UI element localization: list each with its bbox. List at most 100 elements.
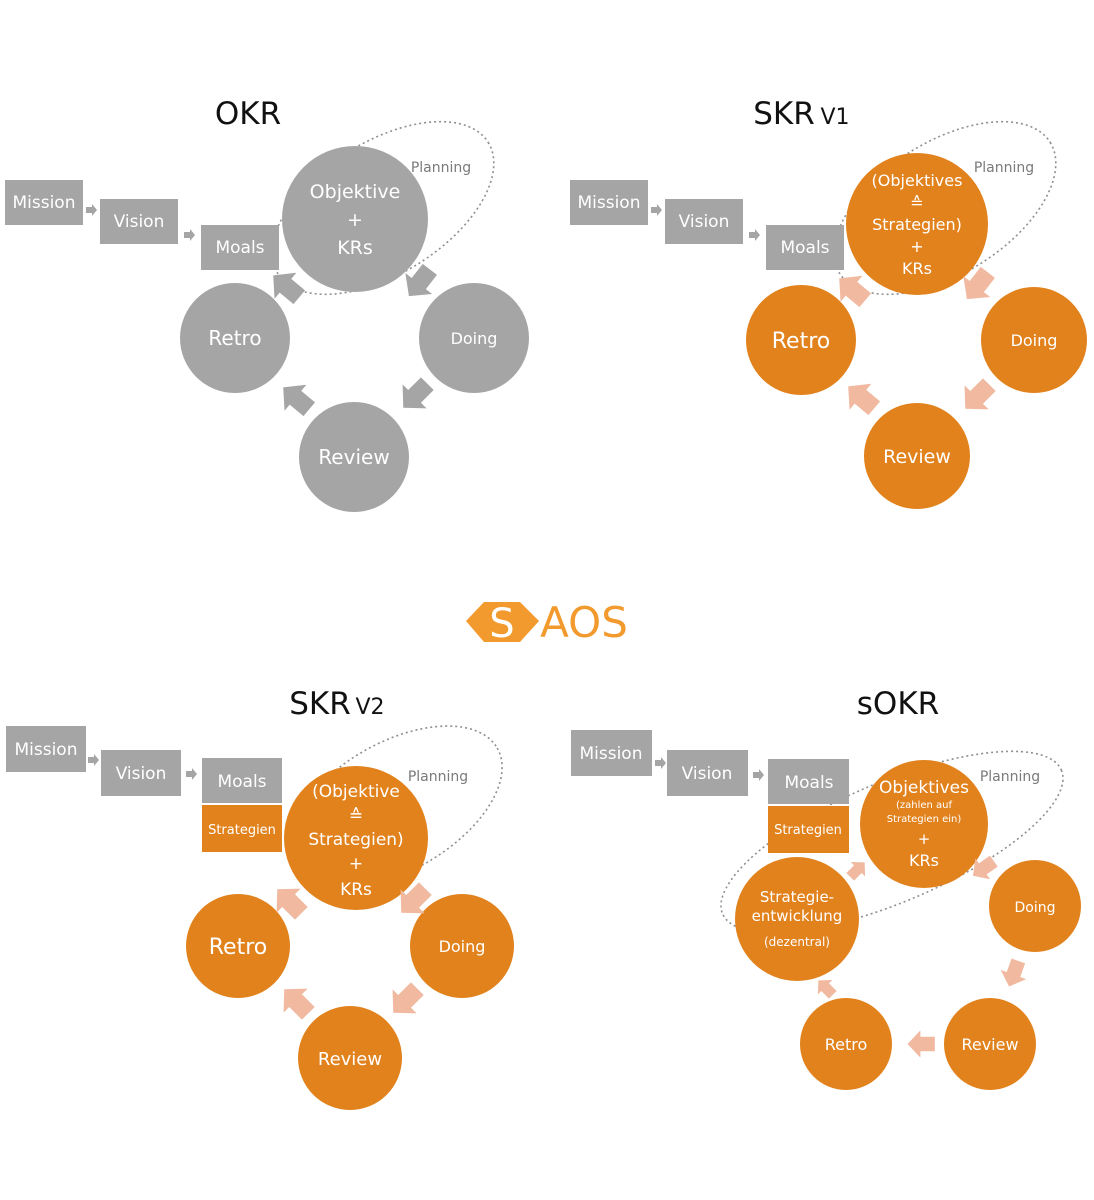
sokr-vision-moals-arrow (753, 769, 764, 781)
sokr-mission-label: Mission (579, 744, 642, 764)
sokr-review-label: Review (961, 1035, 1018, 1054)
skr-v1-review-circle (864, 403, 970, 509)
skr-v2-center-line3: Strategien) (308, 830, 403, 850)
sokr-moals-box (768, 759, 849, 804)
sokr-strategy-dev-line1: Strategie- (760, 888, 834, 906)
skr-v1-center-line2: ≙ (910, 193, 923, 212)
okr-vision-box (100, 199, 178, 244)
okr-retro-label: Retro (208, 326, 261, 350)
skr-v1-planning-loop (833, 120, 1057, 296)
sokr-arrow-to-objectives (842, 855, 872, 885)
sokr-objectives-circle (860, 760, 988, 888)
sokr-strategien-box (768, 806, 849, 853)
skr-v2-objectives-circle (284, 766, 428, 910)
skr-v2-center-line4: + (349, 854, 363, 874)
sokr-planning-loop (720, 750, 1064, 934)
sokr-arrow-to-review (996, 956, 1032, 992)
okr-vision-label: Vision (114, 212, 165, 232)
saos-logo-badge-letter: S (489, 601, 514, 647)
okr-center-line3: KRs (337, 237, 373, 259)
okr-title: OKR (215, 96, 281, 132)
sokr-strategy-dev-circle (735, 857, 859, 981)
sokr-mission-box (571, 730, 652, 776)
okr-vision-moals-arrow (184, 229, 195, 241)
skr-v1-arrow-to-retro (837, 373, 886, 422)
sokr-doing-circle (989, 860, 1081, 952)
skr-v2-moals-box (202, 758, 282, 803)
skr-v1-planning-label: Planning (974, 160, 1034, 176)
skr-v2-planning-loop (287, 725, 503, 889)
skr-v2-mission-label: Mission (14, 740, 77, 760)
sokr-strategien-label: Strategien (774, 823, 842, 838)
skr-v2-vision-box (101, 750, 181, 796)
saos-logo-badge (466, 602, 539, 642)
skr-v1-objectives-circle (846, 153, 988, 295)
skr-v1-moals-box (766, 225, 844, 270)
okr-retro-circle (180, 283, 290, 393)
okr-panel: OKR Planning Mission Vision Moals Objekt… (5, 96, 529, 512)
skr-v1-doing-label: Doing (1011, 331, 1058, 350)
okr-arrow-to-retro (272, 374, 321, 423)
skr-v1-panel: SKR V1 Planning Mission Vision Moals (Ob… (570, 96, 1087, 509)
okr-center-line2: + (347, 209, 363, 231)
sokr-title: sOKR (857, 686, 939, 722)
okr-moals-box (201, 225, 279, 270)
sokr-center-krs: KRs (909, 851, 939, 870)
okr-mission-vision-arrow (86, 204, 97, 216)
sokr-strategy-dev-line2: entwicklung (752, 907, 843, 925)
skr-v2-mission-vision-arrow (88, 754, 99, 766)
sokr-strategy-dev-sub: (dezentral) (764, 935, 830, 949)
skr-v2-doing-circle (410, 894, 514, 998)
sokr-retro-label: Retro (825, 1035, 868, 1054)
skr-v1-center-line4: + (910, 237, 923, 256)
skr-v1-retro-label: Retro (772, 329, 830, 354)
skr-v2-review-circle (298, 1006, 402, 1110)
skr-v2-version: V2 (355, 695, 384, 720)
skr-v1-center-line3: Strategien) (872, 215, 962, 234)
okr-arrow-to-review (391, 371, 440, 420)
saos-logo-letters: AOS (540, 598, 628, 647)
sokr-vision-label: Vision (682, 764, 733, 784)
okr-doing-circle (419, 283, 529, 393)
skr-v2-planning-label: Planning (408, 769, 468, 785)
skr-v2-arrow-to-review (381, 976, 430, 1025)
okr-review-label: Review (318, 445, 389, 469)
skr-v1-moals-label: Moals (780, 238, 829, 258)
sokr-moals-label: Moals (784, 773, 833, 793)
okr-planning-label: Planning (411, 160, 471, 176)
skr-v1-center-line5: KRs (902, 259, 932, 278)
skr-v1-review-label: Review (883, 446, 951, 468)
skr-v2-review-label: Review (318, 1049, 382, 1070)
skr-v1-mission-box (570, 180, 648, 225)
skr-v2-vision-moals-arrow (186, 768, 197, 780)
skr-v2-panel: SKR V2 Planning Mission Vision Moals Str… (6, 686, 514, 1110)
skr-v2-mission-box (6, 726, 86, 772)
skr-v2-center-line1: (Objektive (312, 782, 400, 802)
sokr-planning-label: Planning (980, 769, 1040, 785)
okr-mission-box (5, 180, 83, 225)
sokr-center-title: Objektives (879, 778, 969, 798)
skr-v2-vision-label: Vision (116, 764, 167, 784)
okr-mission-label: Mission (12, 193, 75, 213)
okr-doing-label: Doing (451, 329, 498, 348)
sokr-mission-vision-arrow (655, 757, 666, 769)
okr-objectives-circle (282, 146, 428, 292)
skr-v1-mission-vision-arrow (651, 204, 662, 216)
okr-planning-loop (271, 120, 495, 296)
sokr-vision-box (667, 750, 748, 796)
skr-v2-moals-label: Moals (217, 772, 266, 792)
sokr-center-sub1: (zahlen auf (896, 800, 953, 811)
skr-v2-retro-label: Retro (209, 935, 267, 960)
skr-v2-title: SKR (289, 686, 351, 722)
okr-center-line1: Objektive (310, 181, 401, 203)
sokr-panel: sOKR Planning Mission Vision Moals Strat… (571, 686, 1081, 1090)
skr-v1-doing-circle (981, 287, 1087, 393)
saos-logo: S AOS (466, 598, 628, 647)
skr-v2-center-line5: KRs (340, 880, 372, 900)
sokr-review-circle (944, 998, 1036, 1090)
skr-v1-title: SKR (753, 96, 815, 132)
sokr-center-plus: + (918, 830, 931, 848)
skr-v2-arrow-to-retro (272, 977, 321, 1026)
skr-v1-vision-moals-arrow (749, 229, 760, 241)
